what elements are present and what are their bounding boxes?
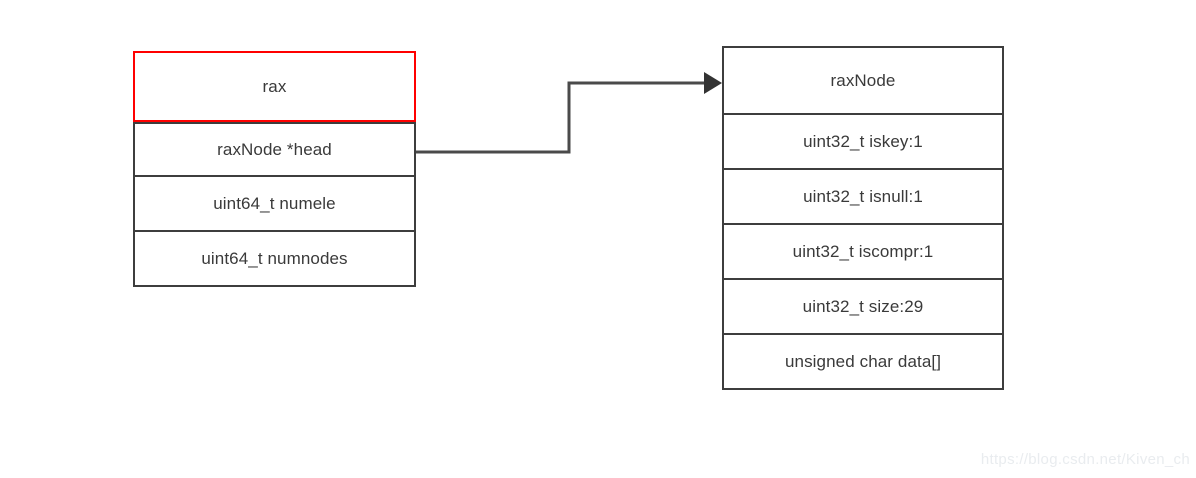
struct-raxnode: raxNode uint32_t iskey:1 uint32_t isnull… (722, 46, 1004, 390)
struct-raxnode-field-isnull: uint32_t isnull:1 (722, 170, 1004, 225)
struct-raxnode-field-iskey: uint32_t iskey:1 (722, 115, 1004, 170)
struct-raxnode-field-iscompr: uint32_t iscompr:1 (722, 225, 1004, 280)
connector-path (416, 81, 706, 154)
struct-rax-field-numnodes: uint64_t numnodes (133, 232, 416, 287)
struct-raxnode-field-size: uint32_t size:29 (722, 280, 1004, 335)
struct-rax-field-head: raxNode *head (133, 122, 416, 177)
arrow-right-icon (704, 72, 722, 94)
struct-rax-header: rax (133, 51, 416, 122)
struct-rax-field-numele: uint64_t numele (133, 177, 416, 232)
struct-rax: rax raxNode *head uint64_t numele uint64… (133, 51, 416, 287)
struct-raxnode-field-data: unsigned char data[] (722, 335, 1004, 390)
watermark-text: https://blog.csdn.net/Kiven_ch (980, 451, 1190, 468)
struct-raxnode-header: raxNode (722, 46, 1004, 115)
